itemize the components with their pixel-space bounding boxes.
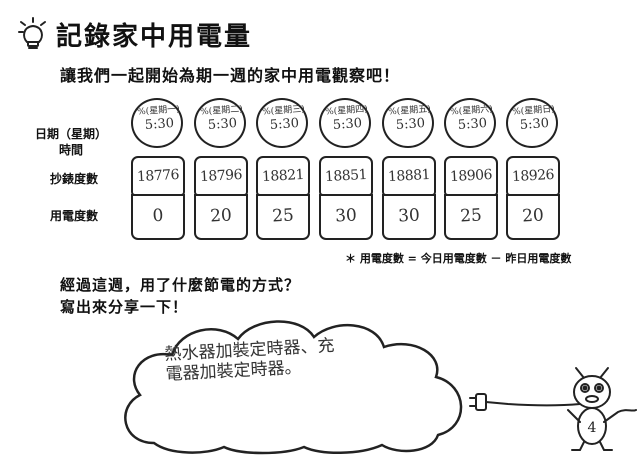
meter-reading-label: 抄錶度數 [49, 172, 98, 186]
day-column-4: %(星期四)5:30 18851 30 [319, 96, 373, 242]
reading-box[interactable]: 18821 [256, 156, 310, 196]
reading-box[interactable]: 18881 [382, 156, 436, 196]
plug-icon [469, 393, 581, 411]
reading-value: 18926 [511, 166, 555, 186]
date-circle[interactable]: %(星期六)5:30 [444, 98, 496, 148]
reading-box[interactable]: 18906 [444, 156, 498, 196]
usage-box[interactable]: 25 [444, 194, 498, 240]
day-column-7: %(星期日)5:30 18926 20 [506, 96, 560, 242]
date-label: 日期（星期） [34, 127, 107, 141]
usage-value: 20 [209, 205, 233, 227]
time-label: 時間 [58, 143, 83, 157]
lightbulb-icon [18, 17, 46, 49]
usage-box[interactable]: 30 [319, 194, 373, 240]
reading-box[interactable]: 18851 [319, 156, 373, 196]
intro-text: 讓我們一起開始為期一週的家中用電觀察吧！ [60, 66, 401, 85]
usage-box[interactable]: 20 [506, 194, 560, 240]
mascot-number: 4 [588, 420, 597, 436]
cloud-answer-bubble [124, 320, 463, 455]
date-circle[interactable]: %(星期日)5:30 [506, 98, 558, 148]
usage-box[interactable]: 20 [194, 194, 248, 240]
reading-value: 18906 [449, 166, 493, 186]
date-circle[interactable]: %(星期一)5:30 [131, 98, 183, 148]
reading-value: 18796 [199, 166, 243, 186]
usage-value: 20 [521, 205, 545, 227]
date-time-label: 日期（星期） 時間 [30, 126, 112, 158]
usage-value: 30 [397, 205, 421, 227]
title-area: 記錄家中用電量 [18, 16, 252, 52]
date-circle[interactable]: %(星期四)5:30 [319, 98, 371, 148]
usage-box[interactable]: 25 [256, 194, 310, 240]
reading-value: 18821 [261, 166, 305, 186]
date-circle[interactable]: %(星期五)5:30 [382, 98, 434, 148]
reading-value: 18881 [387, 166, 431, 186]
reflection-question: 經過這週，用了什麼節電的方式？ 寫出來分享一下！ [60, 274, 300, 318]
page-title: 記錄家中用電量 [56, 21, 253, 52]
formula-note: ＊ 用電度數 = 今日用電度數 － 昨日用電度數 [345, 252, 572, 265]
question-line-1: 經過這週，用了什麼節電的方式？ [60, 276, 301, 294]
reading-value: 18776 [136, 166, 180, 186]
usage-value: 30 [334, 205, 358, 227]
usage-box[interactable]: 30 [382, 194, 436, 240]
plug-mascot-illustration: 4 [469, 367, 637, 451]
day-column-2: %(星期二)5:30 18796 20 [194, 96, 248, 242]
usage-value: 25 [459, 205, 483, 227]
day-column-1: %(星期一)5:30 18776 0 [131, 96, 185, 242]
mascot-icon [567, 367, 637, 451]
date-circle[interactable]: %(星期三)5:30 [256, 98, 308, 148]
day-column-5: %(星期五)5:30 18881 30 [382, 96, 436, 242]
date-circle[interactable]: %(星期二)5:30 [194, 98, 246, 148]
usage-value: 25 [271, 205, 295, 227]
question-line-2: 寫出來分享一下！ [60, 298, 189, 316]
day-column-3: %(星期三)5:30 18821 25 [256, 96, 310, 242]
reading-value: 18851 [324, 166, 368, 186]
usage-value: 0 [152, 205, 164, 227]
usage-label: 用電度數 [49, 209, 98, 223]
reading-box[interactable]: 18776 [131, 156, 185, 196]
reading-box[interactable]: 18926 [506, 156, 560, 196]
day-column-6: %(星期六)5:30 18906 25 [444, 96, 498, 242]
reading-box[interactable]: 18796 [194, 156, 248, 196]
usage-box[interactable]: 0 [131, 194, 185, 240]
